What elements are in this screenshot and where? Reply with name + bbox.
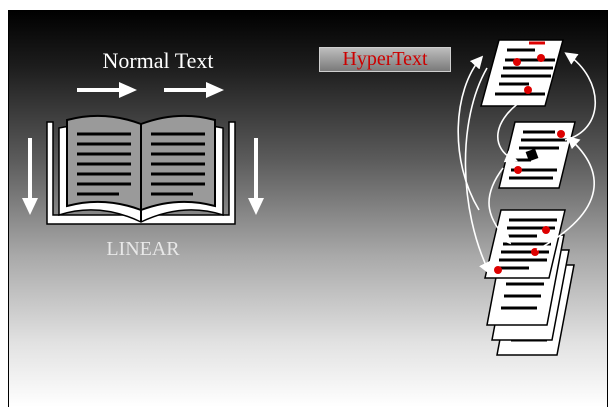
open-book-icon [46, 114, 236, 225]
diagram-graphics [22, 39, 597, 356]
curved-link-arrow-icon [536, 135, 595, 251]
link-dot [514, 166, 522, 174]
link-dot [557, 130, 565, 138]
link-dot [524, 86, 532, 94]
page-stack [484, 209, 575, 356]
link-dot [513, 58, 521, 66]
arrow-down-icon [22, 138, 38, 215]
curved-link-arrow-icon [464, 67, 491, 275]
page-icon [498, 121, 576, 189]
curved-link-arrow-icon [564, 52, 597, 141]
link-dot [542, 226, 550, 234]
curved-link-arrow-icon [496, 95, 530, 163]
arrow-right-icon [77, 82, 137, 98]
arrow-right-icon [164, 82, 224, 98]
hypertext-label: HyperText [319, 47, 451, 72]
arrow-down-icon [248, 138, 264, 215]
normal-text-title: Normal Text [102, 48, 214, 73]
page-icon [484, 209, 566, 279]
link-dot [494, 266, 502, 274]
link-dot [537, 54, 545, 62]
linear-caption: LINEAR [106, 238, 180, 260]
slide: Normal Text LINEAR HyperText [8, 10, 608, 407]
curved-link-arrow-icon [488, 167, 512, 245]
page-icon [480, 39, 564, 107]
curved-link-arrow-icon [457, 55, 484, 211]
